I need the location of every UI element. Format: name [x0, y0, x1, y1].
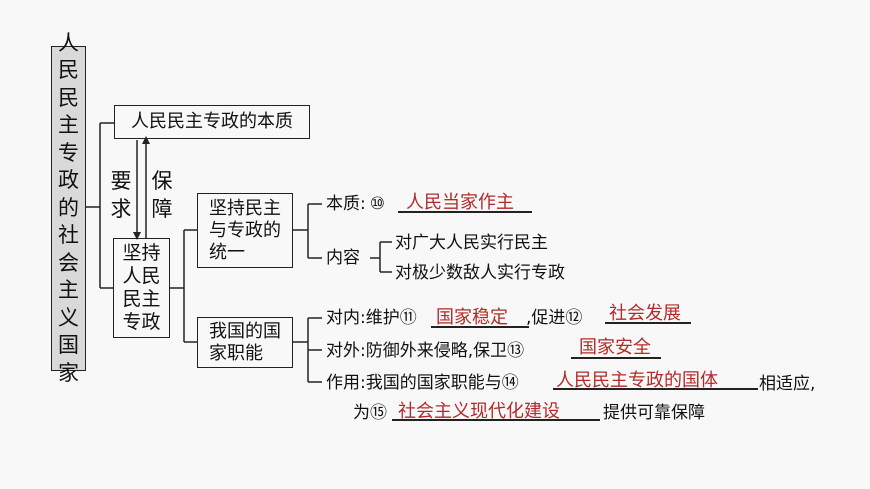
- answer-underline-15: [392, 419, 600, 421]
- arrow-up-label: 保 障: [149, 168, 175, 223]
- answer-number-12: ⑫: [565, 308, 583, 328]
- root-title-char-13: 家: [58, 360, 79, 385]
- essence-box: 人民民主专政的本质: [114, 105, 310, 139]
- answer-15: 社会主义现代化建设: [398, 401, 560, 422]
- unity-content-label: 内容: [326, 248, 360, 268]
- answer-12: 社会发展: [609, 303, 681, 324]
- arrow-up-head: [142, 136, 150, 144]
- root-title-char-7: 的: [58, 195, 79, 220]
- arrow-down-head: [133, 232, 141, 240]
- root-title-char-6: 政: [58, 168, 79, 193]
- arrow-up-label-char-1: 保: [151, 169, 173, 193]
- functions-node-line-2: 家职能: [209, 342, 263, 364]
- unity-essence-prefix: 本质:⑩: [326, 193, 385, 215]
- answer-underline-14: [553, 388, 758, 390]
- functions-role-prefix-text: 作用:我国的国家职能与: [326, 373, 502, 393]
- functions-node-box: 我国的国 家职能: [197, 317, 293, 368]
- functions-internal-prefix-text: 对内:维护: [326, 308, 400, 328]
- answer-number-11: ⑪: [399, 308, 417, 328]
- answer-underline-11: [431, 326, 529, 328]
- answer-number-15: ⑮: [370, 403, 387, 423]
- unity-node-line-1: 坚持民主: [209, 197, 281, 219]
- root-title-char-3: 民: [58, 85, 79, 110]
- answer-13: 国家安全: [579, 337, 651, 358]
- arrow-down-label: 要 求: [108, 168, 134, 223]
- answer-number-10: ⑩: [369, 194, 385, 214]
- answer-14: 人民民主专政的国体: [556, 370, 718, 391]
- functions-node-label: 我国的国 家职能: [209, 321, 281, 365]
- root-title-char-2: 民: [58, 58, 79, 83]
- left-node-line-1: 坚持: [122, 242, 161, 264]
- root-title-char-10: 主: [58, 278, 79, 303]
- answer-underline-10: [398, 211, 532, 213]
- answer-number-13: ⑬: [507, 341, 525, 361]
- root-title-char-5: 专: [58, 140, 79, 165]
- functions-internal-mid: ,促进⑫: [526, 307, 582, 329]
- answer-number-14: ⑭: [501, 373, 519, 393]
- unity-node-label: 坚持民主 与专政的 统一: [209, 198, 281, 264]
- unity-node-box: 坚持民主 与专政的 统一: [197, 193, 293, 268]
- left-node-line-2: 人民: [122, 265, 161, 287]
- arrow-down-label-char-2: 求: [110, 196, 132, 221]
- root-title-char-11: 义: [58, 305, 79, 330]
- root-title-char-4: 主: [58, 113, 79, 138]
- root-title-box: 人民民主专政的社会主义国家: [51, 31, 86, 385]
- answer-10: 人民当家作主: [406, 192, 514, 213]
- functions-internal-prefix: 对内:维护⑪: [326, 307, 417, 329]
- unity-essence-prefix-text: 本质:: [326, 194, 366, 214]
- functions-node-line-1: 我国的国: [209, 320, 281, 342]
- answer-11: 国家稳定: [436, 307, 508, 328]
- answer-underline-12: [605, 322, 691, 324]
- functions-role2-prefix-text: 为: [353, 403, 370, 423]
- unity-content-item-1: 对广大人民实行民主: [395, 233, 548, 253]
- unity-content-item-2: 对极少数敌人实行专政: [395, 263, 565, 283]
- root-title-char-9: 会: [58, 250, 79, 275]
- functions-internal-mid-text: ,促进: [526, 308, 566, 328]
- root-title: 人民民主专政的社会主义国家: [58, 30, 79, 388]
- left-node-line-3: 民主: [122, 288, 161, 310]
- unity-node-line-3: 统一: [209, 241, 245, 263]
- functions-external-prefix-text: 对外:防御外来侵略,保卫: [326, 341, 508, 361]
- left-node-line-4: 专政: [122, 311, 161, 333]
- functions-role2-suffix: 提供可靠保障: [603, 403, 705, 423]
- root-title-char-1: 人: [58, 30, 79, 55]
- arrow-up-label-char-2: 障: [151, 196, 173, 221]
- root-title-char-12: 国: [58, 333, 79, 358]
- left-node-box: 坚持人民民主专政: [113, 238, 170, 338]
- functions-role-prefix: 作用:我国的国家职能与⑭: [326, 372, 519, 394]
- left-node-label: 坚持人民民主专政: [122, 242, 160, 334]
- arrow-down-label-char-1: 要: [110, 169, 132, 193]
- answer-underline-13: [571, 357, 661, 359]
- functions-external-prefix: 对外:防御外来侵略,保卫⑬: [326, 340, 524, 362]
- functions-role-suffix: 相适应,: [759, 374, 816, 394]
- root-title-char-8: 社: [58, 223, 79, 248]
- essence-label: 人民民主专政的本质: [131, 111, 293, 132]
- functions-role2-prefix: 为⑮: [353, 402, 387, 424]
- unity-node-line-2: 与专政的: [209, 219, 281, 241]
